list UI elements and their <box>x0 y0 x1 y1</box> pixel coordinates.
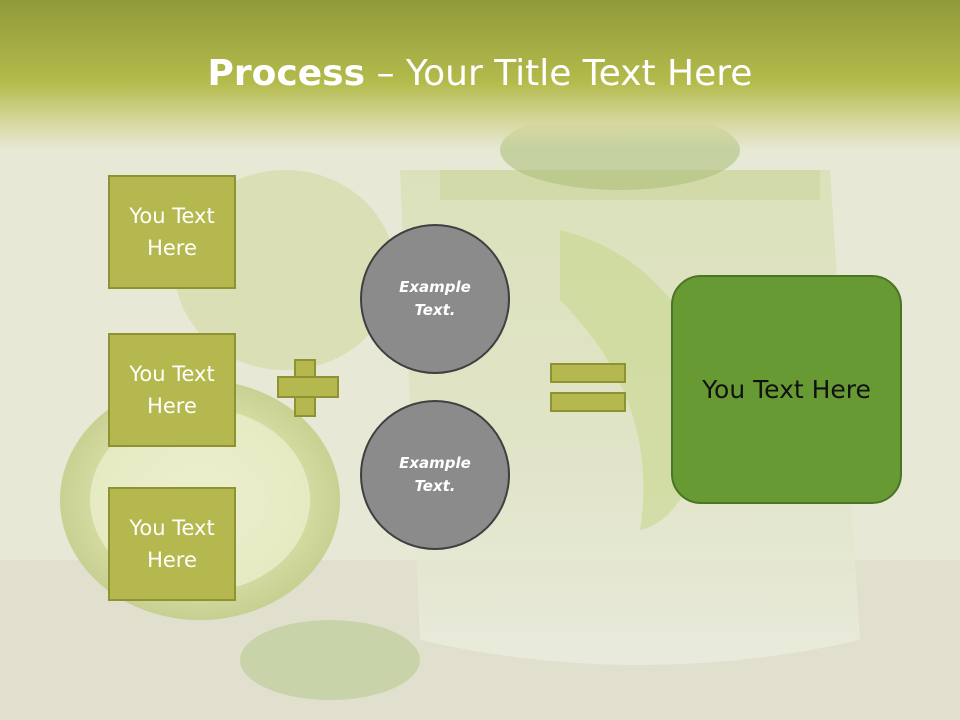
example-circle-1: Example Text. <box>360 224 510 374</box>
text-box-label: You Text Here <box>129 362 215 418</box>
plus-center <box>296 378 314 396</box>
text-box-2: You Text Here <box>108 333 236 447</box>
text-box-1: You Text Here <box>108 175 236 289</box>
equals-bar-bottom <box>550 392 626 412</box>
result-box: You Text Here <box>671 275 902 504</box>
header-band <box>0 0 960 150</box>
circle-label: Example Text. <box>399 278 471 319</box>
circle-label: Example Text. <box>399 454 471 495</box>
slide-title: Process – Your Title Text Here <box>0 52 960 96</box>
text-box-label: You Text Here <box>129 516 215 572</box>
title-rest: – Your Title Text Here <box>365 53 753 94</box>
equals-bar-top <box>550 363 626 383</box>
text-box-3: You Text Here <box>108 487 236 601</box>
title-bold: Process <box>207 53 366 94</box>
text-box-label: You Text Here <box>129 204 215 260</box>
example-circle-2: Example Text. <box>360 400 510 550</box>
result-label: You Text Here <box>702 375 871 404</box>
